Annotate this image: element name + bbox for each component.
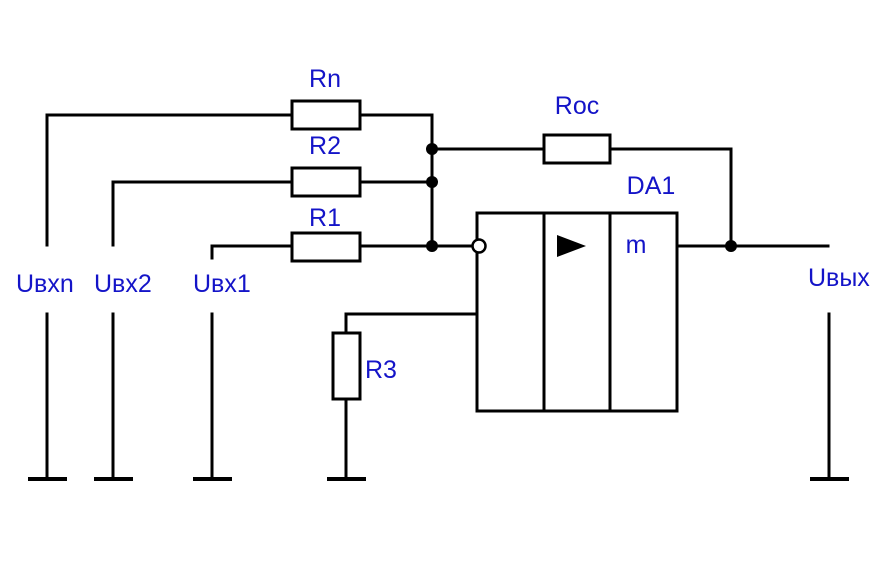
wire-input-1 [210, 244, 294, 260]
resistor-rn [290, 99, 362, 131]
label-r3: R3 [365, 356, 397, 384]
wire-input-2 [111, 180, 294, 247]
resistor-r1 [290, 231, 362, 263]
resistor-r2 [290, 166, 362, 198]
wire-input-n [45, 113, 294, 247]
label-output: Uвых [808, 264, 870, 292]
label-r2: R2 [309, 132, 341, 160]
label-pin-m: m [626, 231, 647, 259]
label-input-1: Uвх1 [193, 270, 251, 298]
label-input-n: Uвхn [16, 270, 74, 298]
resistor-roc [542, 133, 612, 165]
label-roc: Roc [555, 92, 599, 120]
junction-node-output [725, 240, 737, 252]
wire-feedback-out [608, 147, 733, 248]
junction-node-sum [426, 240, 438, 252]
junction-node-r2 [426, 176, 438, 188]
wire-r3-top [344, 312, 479, 335]
label-rn: Rn [309, 65, 341, 93]
inverting-input-icon [471, 238, 487, 254]
label-da1: DA1 [627, 172, 676, 200]
triangle-amplifier-icon [557, 235, 586, 257]
label-r1: R1 [309, 204, 341, 232]
resistor-r3 [331, 331, 362, 401]
label-input-2: Uвх2 [94, 270, 152, 298]
junction-node-feedback [426, 143, 438, 155]
